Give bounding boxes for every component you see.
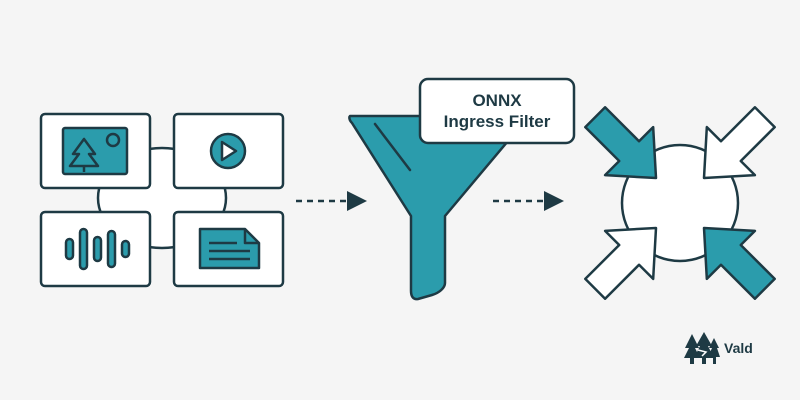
arrow-top-right [702,106,776,180]
play-icon [209,132,247,170]
arrow-top-left [584,106,658,180]
arrow-bottom-left [584,226,658,300]
text-card [172,210,285,288]
input-media-group [39,112,285,288]
filter-label-line2: Ingress Filter [443,112,551,131]
audio-wave-icon [64,227,131,271]
output-convergence-group [584,106,776,300]
video-card [172,112,285,190]
brand-logo: Vald [684,330,753,366]
image-card [39,112,152,190]
filter-label-box [418,77,576,145]
filter-label: ONNX Ingress Filter [420,79,574,143]
filter-label-line1: ONNX [472,91,522,110]
vald-forest-logo-icon [684,332,720,364]
audio-card [39,210,152,288]
image-icon [61,126,129,176]
arrow-bottom-right [702,226,776,300]
brand-name: Vald [724,340,753,356]
document-icon [198,227,261,270]
